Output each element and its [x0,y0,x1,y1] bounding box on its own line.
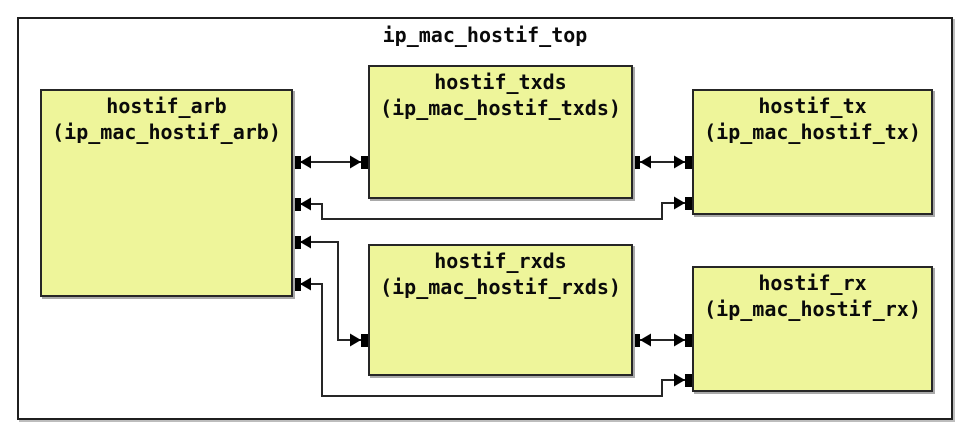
module-hostif-arb[interactable]: hostif_arb (ip_mac_hostif_arb) [40,89,293,297]
module-name: hostif_txds [434,70,567,94]
top-module-title: ip_mac_hostif_top [382,23,588,47]
module-name: hostif_tx [758,94,867,118]
module-name: hostif_rx [758,271,867,295]
module-entity: (ip_mac_hostif_rx) [704,297,921,321]
module-entity: (ip_mac_hostif_tx) [704,120,921,144]
module-hostif-rx[interactable]: hostif_rx (ip_mac_hostif_rx) [692,266,933,392]
module-entity: (ip_mac_hostif_txds) [380,96,621,120]
module-hostif-txds[interactable]: hostif_txds (ip_mac_hostif_txds) [368,65,633,199]
module-entity: (ip_mac_hostif_rxds) [380,275,621,299]
module-hostif-tx[interactable]: hostif_tx (ip_mac_hostif_tx) [692,89,933,215]
module-name: hostif_arb [106,94,227,118]
module-name: hostif_rxds [434,249,567,273]
module-hostif-rxds[interactable]: hostif_rxds (ip_mac_hostif_rxds) [368,244,633,376]
module-entity: (ip_mac_hostif_arb) [52,120,281,144]
